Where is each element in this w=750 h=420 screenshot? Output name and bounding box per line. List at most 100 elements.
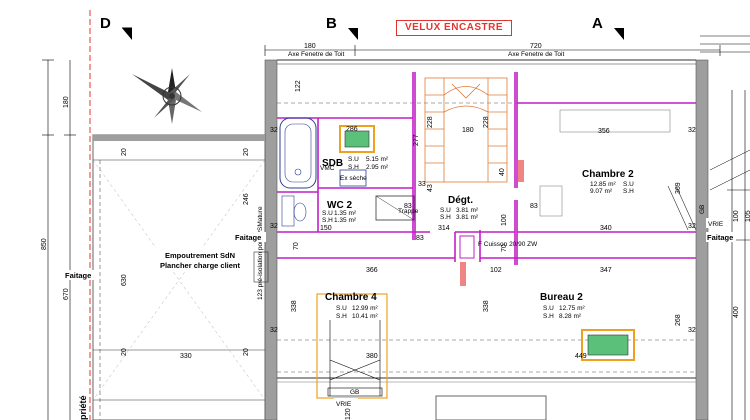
svg-text:180: 180: [462, 127, 474, 134]
svg-text:32: 32: [688, 327, 696, 334]
svg-text:630: 630: [121, 274, 128, 286]
svg-text:366: 366: [366, 267, 378, 274]
svg-text:S.U: S.U: [623, 181, 634, 188]
svg-text:246: 246: [243, 193, 250, 205]
svg-text:105: 105: [745, 210, 750, 222]
svg-text:8.28 m²: 8.28 m²: [559, 313, 582, 320]
svg-text:S.H: S.H: [543, 313, 554, 320]
empoutrement-title: Empoutrement SdN: [165, 251, 235, 260]
axis-d-arrow: [122, 28, 132, 40]
faitage-label-3: Faitage: [707, 233, 733, 242]
room-degt: Dégt. S.U 3.81 m² S.H 3.81 m²: [440, 195, 479, 221]
svg-text:S.H: S.H: [322, 217, 333, 224]
svg-text:850: 850: [41, 238, 48, 250]
axis-a-arrow: [614, 28, 624, 40]
interior-partitions: [277, 72, 696, 265]
svg-text:180: 180: [304, 43, 316, 50]
vrie-label-1: VRIE: [336, 401, 352, 408]
compass-icon: [132, 68, 202, 124]
svg-text:268: 268: [675, 314, 682, 326]
roof-slope-lines: [99, 102, 696, 420]
svg-text:32: 32: [688, 127, 696, 134]
svg-text:720: 720: [530, 43, 542, 50]
axis-markers: D B A: [89, 10, 624, 420]
svg-text:1.35 m²: 1.35 m²: [334, 217, 357, 224]
room-wc2: WC 2 S.U 1.35 m² S.H 1.35 m²: [322, 200, 357, 224]
svg-text:S.U: S.U: [336, 305, 347, 312]
svg-text:277: 277: [413, 134, 420, 146]
axis-d-label: D: [100, 15, 111, 32]
svg-text:10.41 m²: 10.41 m²: [352, 313, 378, 320]
exterior-walls: [264, 59, 709, 420]
empoutrement-area: Empoutrement SdN Plancher charge client …: [92, 134, 269, 420]
svg-text:32: 32: [270, 127, 278, 134]
axis-a-label: A: [592, 15, 603, 32]
room-sdb: SDB S.U 5.15 m² S.H 2.95 m²: [322, 156, 389, 171]
pre-isolation-note: 123 pré-isolation pour PSMature: [257, 206, 264, 300]
svg-text:Chambre 2: Chambre 2: [582, 169, 634, 180]
svg-text:400: 400: [733, 306, 740, 318]
axis-b-label: B: [326, 15, 337, 32]
svg-text:228: 228: [427, 116, 434, 128]
vrie-label-2: VRIE: [708, 221, 724, 228]
electrical-box: F Cuisson 20/90 ZW: [459, 160, 538, 286]
svg-text:S.H: S.H: [336, 313, 347, 320]
svg-text:Axe Fenetre de Toit: Axe Fenetre de Toit: [288, 51, 344, 58]
svg-text:S.U: S.U: [322, 210, 333, 217]
svg-text:20: 20: [121, 148, 128, 156]
svg-text:3.81 m²: 3.81 m²: [456, 207, 479, 214]
svg-text:150: 150: [320, 225, 332, 232]
svg-text:20: 20: [121, 348, 128, 356]
svg-text:S.U: S.U: [440, 207, 451, 214]
svg-text:40: 40: [499, 168, 506, 176]
svg-text:9.07 m²: 9.07 m²: [590, 188, 613, 195]
svg-text:S.U: S.U: [543, 305, 554, 312]
svg-text:43: 43: [427, 184, 434, 192]
svg-text:Chambre 4: Chambre 4: [325, 292, 377, 303]
axis-b-arrow: [348, 28, 358, 40]
svg-text:32: 32: [688, 223, 696, 230]
svg-text:1.35 m²: 1.35 m²: [334, 210, 357, 217]
svg-text:83: 83: [416, 235, 424, 242]
gb-label-1: GB: [699, 205, 706, 214]
svg-text:83: 83: [404, 203, 412, 210]
svg-text:70: 70: [501, 244, 508, 252]
svg-text:12.85 m²: 12.85 m²: [590, 181, 616, 188]
svg-text:670: 670: [63, 288, 70, 300]
svg-text:180: 180: [63, 96, 70, 108]
svg-text:380: 380: [366, 353, 378, 360]
svg-text:340: 340: [600, 225, 612, 232]
svg-text:100: 100: [733, 210, 740, 222]
empoutrement-subtitle: Plancher charge client: [160, 261, 241, 270]
staircase: [424, 77, 508, 183]
svg-text:20: 20: [243, 348, 250, 356]
svg-text:338: 338: [291, 300, 298, 312]
svg-text:286: 286: [346, 126, 358, 133]
svg-text:347: 347: [600, 267, 612, 274]
svg-text:S.H: S.H: [623, 188, 634, 195]
chambre2-furniture: [539, 109, 697, 231]
trappe-label: Trappe: [398, 208, 419, 215]
svg-text:WC 2: WC 2: [327, 200, 352, 211]
svg-text:2.95 m²: 2.95 m²: [366, 164, 389, 171]
ex-seche-label: Ex sèche: [340, 175, 367, 182]
svg-text:83: 83: [530, 203, 538, 210]
room-bureau2: Bureau 2 S.U 12.75 m² S.H 8.28 m²: [540, 292, 585, 320]
faitage-label-2: Faitage: [65, 271, 91, 280]
bottom-roof-element: [435, 395, 547, 420]
top-dimensions: 180 720 Axe Fenetre de Toit Axe Fenetre …: [264, 43, 721, 58]
left-dimensions: 850 180 670: [41, 59, 76, 420]
right-dimensions: 100 105 400: [700, 35, 750, 420]
velux-window-bureau: 449: [575, 329, 635, 361]
svg-text:122: 122: [295, 80, 302, 92]
velux-encastre-banner: VELUX ENCASTRE: [396, 20, 512, 36]
propriete-note: priété: [78, 395, 88, 420]
svg-text:70: 70: [293, 242, 300, 250]
svg-text:314: 314: [438, 225, 450, 232]
svg-text:102: 102: [490, 267, 502, 274]
svg-text:356: 356: [598, 128, 610, 135]
svg-text:SDB: SDB: [322, 158, 343, 169]
svg-text:Bureau 2: Bureau 2: [540, 292, 583, 303]
svg-text:100: 100: [501, 214, 508, 226]
svg-text:228: 228: [483, 116, 490, 128]
